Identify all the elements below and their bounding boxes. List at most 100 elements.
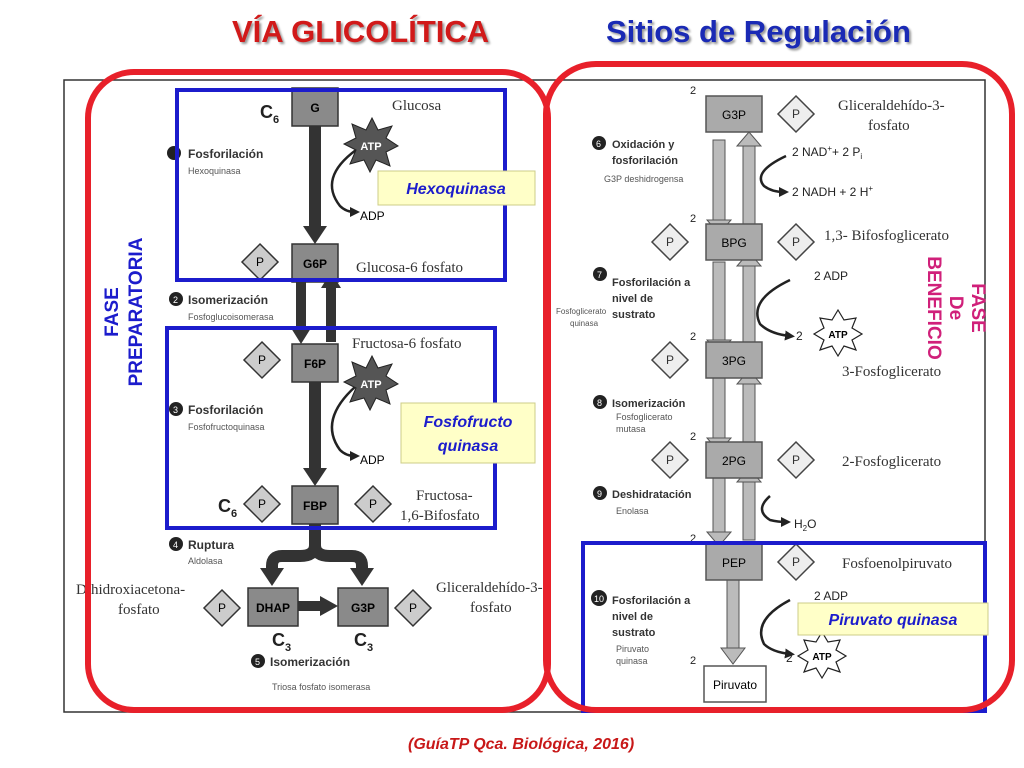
phosphate-diamonds-right xyxy=(650,94,816,582)
name-glucosa: Glucosa xyxy=(392,98,441,114)
step-8-enzyme: Fosfoglicerato xyxy=(616,412,673,422)
metabolite-2pg-label: 2PG xyxy=(722,454,746,468)
phosphate-label: P xyxy=(792,555,800,569)
phosphate-diamonds-left xyxy=(202,242,433,628)
step-7-title3: sustrato xyxy=(612,309,656,321)
phosphate-label: P xyxy=(666,353,674,367)
left-cofactor-arrows xyxy=(330,148,360,461)
metabolite-2pg: 2PG xyxy=(705,441,763,479)
metabolite-f6p-label: F6P xyxy=(304,357,326,371)
svg-text:10: 10 xyxy=(594,594,604,604)
title-sitios-regulacion: Sitios de Regulación xyxy=(606,14,911,49)
metabolite-g3p: G3P xyxy=(705,95,763,133)
atp-star-icon: ATP xyxy=(342,354,399,412)
atp-star-icon: ATP xyxy=(796,630,848,680)
step-9-title: Deshidratación xyxy=(612,489,692,501)
step-10: 10 Fosforilación a nivel de sustrato Pir… xyxy=(591,590,691,666)
phosphate-label: P xyxy=(666,235,674,249)
metabolite-fbp-label: FBP xyxy=(303,499,327,513)
name-f6p: Fructosa-6 fosfato xyxy=(352,336,462,352)
phosphate-label: P xyxy=(666,453,674,467)
metabolite-g3p-left-label: G3P xyxy=(351,601,375,615)
name-g3p-line2: fosfato xyxy=(868,118,910,134)
fosfofructo-label-line1: Fosfofructo xyxy=(424,414,513,431)
piruvato-quinasa-label-text: Piruvato quinasa xyxy=(829,612,958,629)
name-g3p-left-line1: Gliceraldehído-3- xyxy=(436,580,543,596)
atp-star-icon: ATP xyxy=(342,116,399,174)
title-via-glicolitica: VÍA GLICOLÍTICA xyxy=(232,14,490,49)
phase-benefit-line1: FASE xyxy=(967,283,988,333)
carbon-c3-label: C3 xyxy=(272,630,291,654)
metabolite-dhap: DHAP xyxy=(247,587,299,627)
step-7: 7 Fosforilación a nivel de sustrato Fosf… xyxy=(556,267,691,328)
phosphate-label: P xyxy=(409,601,417,615)
atp-label: ATP xyxy=(828,330,848,341)
step-5-title: Isomerización xyxy=(270,655,350,669)
step-7-enzyme2: quinasa xyxy=(570,319,599,328)
step-1-enzyme: Hexoquinasa xyxy=(188,166,241,176)
svg-text:2: 2 xyxy=(173,295,178,305)
phosphate-label: P xyxy=(792,453,800,467)
step-5: 5 Isomerización Triosa fosfato isomerasa xyxy=(251,654,370,692)
name-3pg: 3-Fosfoglicerato xyxy=(842,364,941,380)
right-cofactor-arrows xyxy=(756,154,795,659)
phosphate-label: P xyxy=(258,353,266,367)
carbon-c6-label: C6 xyxy=(260,102,279,126)
step-7-title2: nivel de xyxy=(612,293,653,305)
metabolite-pep-label: PEP xyxy=(722,556,746,570)
step-2: 2 Isomerización Fosfoglucoisomerasa xyxy=(169,292,274,322)
phosphate-label: P xyxy=(792,235,800,249)
step-1-title: Fosforilación xyxy=(188,147,263,161)
regulation-label-hexoquinasa: Hexoquinasa xyxy=(377,170,536,206)
metabolite-bpg: BPG xyxy=(705,223,763,261)
step-8-title: Isomerización xyxy=(612,398,686,410)
atp-star-icon: ATP xyxy=(812,308,864,358)
metabolite-piruvato: Piruvato xyxy=(703,665,767,703)
adp2-label: 2 ADP xyxy=(814,589,848,603)
adp2-label: 2 ADP xyxy=(814,269,848,283)
phase-benefit-line3: BENEFICIO xyxy=(923,256,944,359)
right-pathway-arrows xyxy=(705,131,763,665)
step-3-enzyme: Fosfofructoquinasa xyxy=(188,422,265,432)
step-3: 3 Fosforilación Fosfofructoquinasa xyxy=(169,402,265,432)
regulation-label-fosfofructoquinasa: Fosfofructo quinasa xyxy=(400,402,536,464)
h2o-label: H2O xyxy=(794,517,816,533)
hexoquinasa-label-text: Hexoquinasa xyxy=(406,181,506,198)
step-8-enzyme2: mutasa xyxy=(616,424,646,434)
stoich-two: 2 xyxy=(690,213,696,225)
carbon-c3-label: C3 xyxy=(354,630,373,654)
step-7-title: Fosforilación a xyxy=(612,277,691,289)
step-6-title: Oxidación y xyxy=(612,139,675,151)
stoich-two: 2 xyxy=(690,331,696,343)
nad-label: 2 NAD++ 2 Pi xyxy=(792,144,862,161)
svg-text:8: 8 xyxy=(597,398,602,408)
carbon-c6-label: C6 xyxy=(218,496,237,520)
nadh-label: 2 NADH + 2 H+ xyxy=(792,184,873,199)
phosphate-label: P xyxy=(256,255,264,269)
atp2-prefix: 2 xyxy=(786,651,793,665)
phase-benefit-line2: De xyxy=(945,296,966,320)
step-6-title2: fosforilación xyxy=(612,155,678,167)
metabolite-3pg: 3PG xyxy=(705,341,763,379)
fosfofructo-label-line2: quinasa xyxy=(438,438,499,455)
name-dhap-line1: Dihidroxiacetona- xyxy=(76,582,185,598)
phase-outline-beneficio xyxy=(543,61,1015,713)
name-pep: Fosfoenolpiruvato xyxy=(842,556,952,572)
name-dhap-line2: fosfato xyxy=(118,602,160,618)
phosphate-label: P xyxy=(792,107,800,121)
step-4-enzyme: Aldolasa xyxy=(188,556,223,566)
step-6-enzyme: G3P deshidrogensa xyxy=(604,174,683,184)
name-g6p: Glucosa-6 fosfato xyxy=(356,260,463,276)
metabolite-bpg-label: BPG xyxy=(721,236,746,250)
atp-label: ATP xyxy=(360,141,381,153)
atp-label: ATP xyxy=(812,652,832,663)
svg-text:6: 6 xyxy=(596,139,601,149)
metabolite-pep: PEP xyxy=(705,543,763,581)
step-9-enzyme: Enolasa xyxy=(616,506,649,516)
phosphate-label: P xyxy=(218,601,226,615)
name-fbp-line2: 1,6-Bifosfato xyxy=(400,508,480,524)
regulation-label-piruvato-quinasa: Piruvato quinasa xyxy=(797,602,989,636)
stoich-two: 2 xyxy=(690,655,696,667)
step-6: 6 Oxidación y fosforilación G3P deshidro… xyxy=(592,136,683,184)
